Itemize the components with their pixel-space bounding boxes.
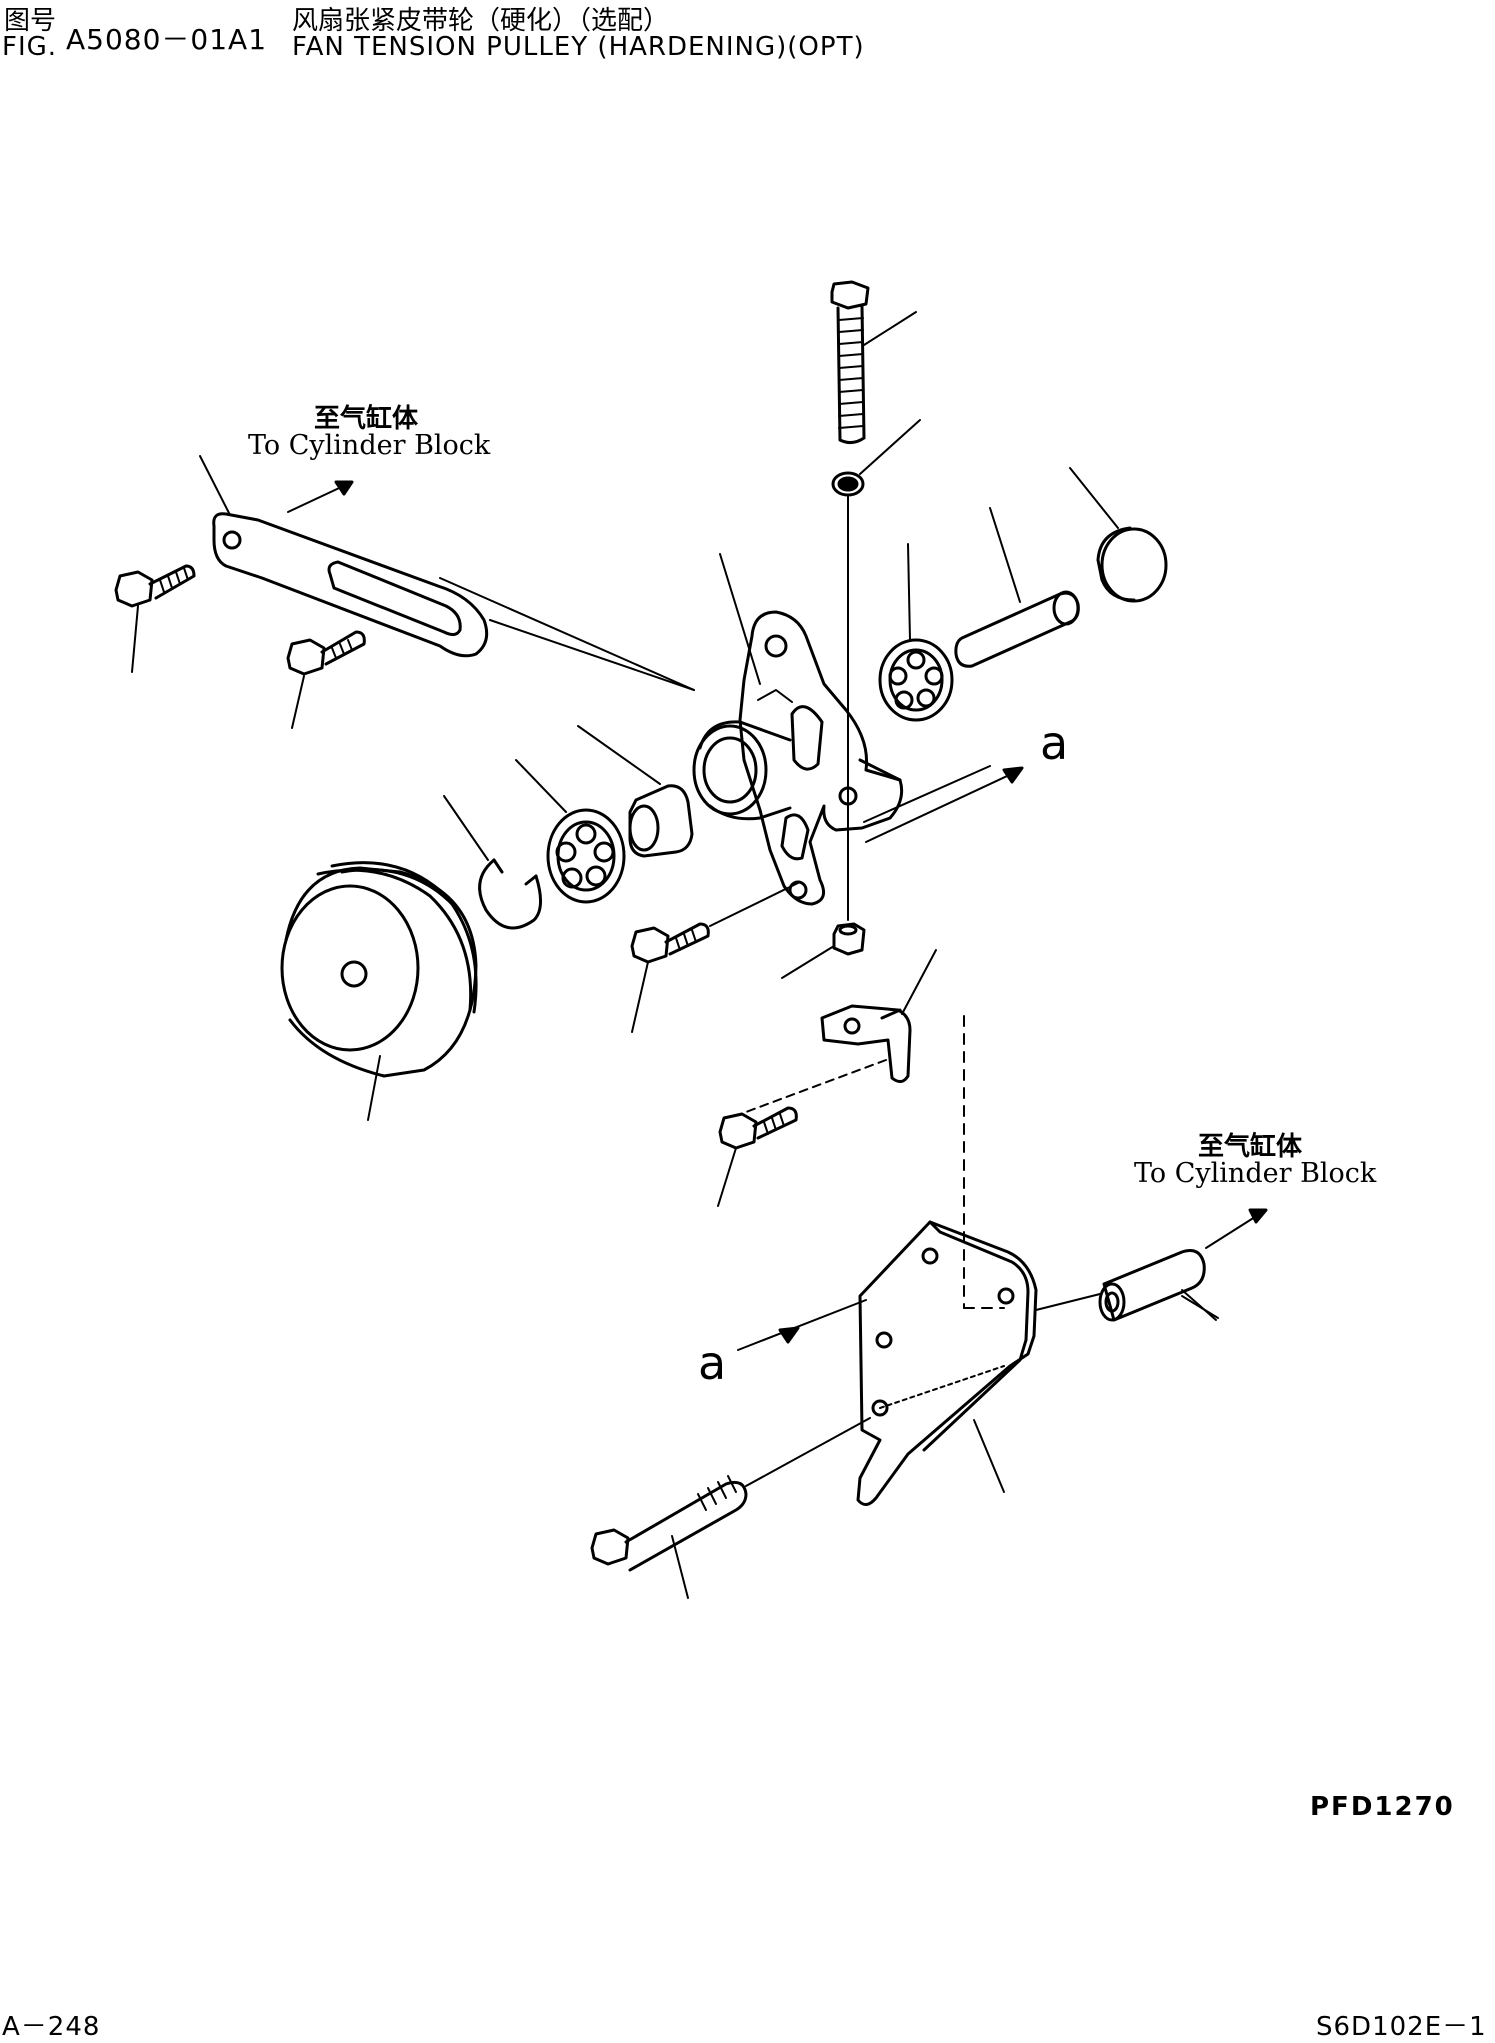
bearing-right [878,543,954,722]
figure-label-cn: 图号 [4,6,57,36]
note-top-cn: 至气缸体 [314,404,419,434]
mounting-bracket [856,1220,1038,1506]
shaft-pin [954,507,1080,668]
drawing-code: PFD1270 [1310,1792,1455,1822]
arrow-to-cylinder-block-bottom [1205,1208,1268,1249]
reference-label-a-left: a [698,1336,727,1390]
dowel-sleeve [1035,1249,1219,1322]
bearing-front [515,759,626,904]
bracket-boss [692,720,792,821]
cap [1069,467,1168,603]
figure-number: A5080－01A1 [66,23,268,56]
adjusting-arm [199,455,695,691]
snap-ring [443,795,542,930]
reference-label-a-right: a [1040,716,1069,770]
top-bolt [830,280,917,445]
bolt-bracket [630,881,801,1033]
dashed-guide [963,1015,1005,1309]
angle-bracket [745,949,937,1113]
nut [781,922,866,979]
figure-label-en: FIG. [2,32,58,62]
reference-arrow-a-left [737,1299,867,1351]
spacer [577,725,694,858]
note-bottom-cn: 至气缸体 [1198,1132,1303,1162]
note-bottom-en: To Cylinder Block [1134,1158,1377,1189]
bolt-upper-left [114,564,196,673]
title-cn: 风扇张紧皮带轮（硬化）（选配） [292,6,670,36]
arrow-to-cylinder-block-top [287,480,354,513]
page-number: A－248 [2,2012,101,2042]
reference-arrow-a-right [865,766,1024,843]
tension-bracket [738,610,904,906]
lock-washer [831,419,921,497]
bolt-lower-left [286,630,366,729]
title-en: FAN TENSION PULLEY (HARDENING)(OPT) [292,32,865,62]
long-bolt [590,1417,871,1599]
bolt-angle-bracket [717,1106,798,1207]
model-code: S6D102E－1 [1316,2012,1487,2042]
pulley [280,861,478,1121]
note-top-en: To Cylinder Block [248,430,491,461]
